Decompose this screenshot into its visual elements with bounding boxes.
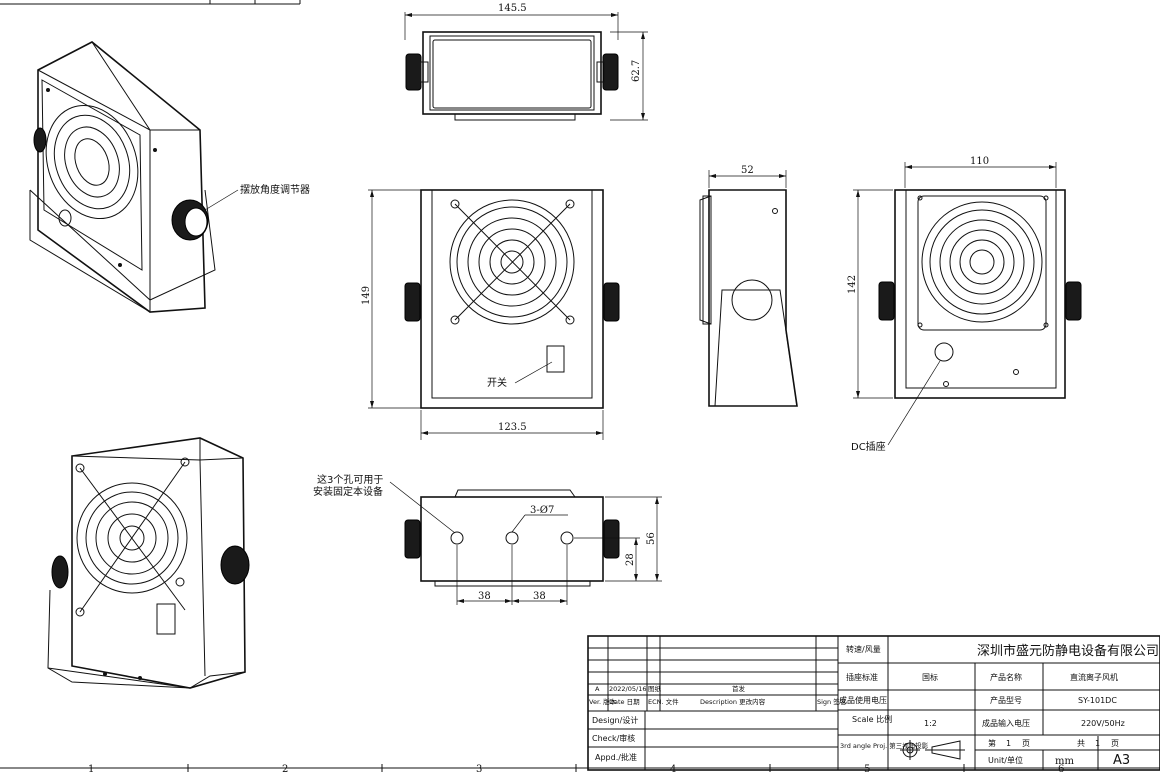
front-view — [368, 189, 620, 440]
dim-hole-spacing-2: 38 — [533, 591, 546, 602]
label-mount-holes-line2: 安装固定本设备 — [313, 485, 383, 498]
tb-design: Design/设计 — [592, 715, 638, 725]
dim-rear-height: 142 — [847, 275, 858, 294]
rev-header-sign: Sign 签名 — [817, 697, 846, 706]
rev-description: 首发 — [732, 684, 746, 693]
tb-total-no: 1 — [1095, 739, 1100, 748]
rev-ecn: 图纸 — [648, 684, 662, 693]
isometric-view-front — [29, 41, 239, 313]
side-view — [699, 170, 798, 407]
dim-bottom-height: 56 — [646, 532, 657, 545]
dim-top-width: 145.5 — [498, 3, 527, 14]
tb-appd: Appd./批准 — [595, 752, 637, 762]
tb-label-plug: 插座标准 — [846, 672, 878, 682]
tb-check: Check/审核 — [592, 733, 635, 743]
bottom-view — [389, 481, 662, 605]
label-swing-adjuster: 摆放角度调节器 — [240, 183, 310, 196]
zone-3: 3 — [476, 764, 482, 772]
dim-hole-spacing-1: 38 — [478, 591, 491, 602]
rev-header-date: Date 日期 — [609, 698, 640, 706]
dim-top-height: 62.7 — [631, 60, 642, 82]
tb-total-unit: 页 — [1111, 739, 1119, 748]
dim-front-height: 149 — [361, 286, 372, 305]
tb-label-product-name: 产品名称 — [990, 672, 1022, 682]
tb-value-model: SY-101DC — [1078, 696, 1117, 705]
zone-4: 4 — [670, 764, 676, 772]
dim-hole-spec: 3-Ø7 — [530, 505, 554, 516]
isometric-view-rear — [47, 437, 250, 689]
rear-view — [853, 162, 1082, 446]
label-mount-holes-line1: 这3个孔可用于 — [317, 473, 383, 486]
zone-1: 1 — [88, 764, 94, 772]
zone-2: 2 — [282, 764, 288, 772]
tb-label-use-voltage: 成品使用电压 — [839, 695, 887, 705]
tb-unit-label: Unit/单位 — [988, 755, 1023, 765]
border-zone-ticks — [0, 764, 1160, 772]
title-block-grid — [587, 635, 1160, 771]
rev-header-description: Description 更改内容 — [700, 697, 766, 706]
dim-side-depth: 52 — [741, 165, 754, 176]
tb-label-scale: Scale 比例 — [852, 714, 892, 724]
dim-rear-width: 110 — [970, 156, 989, 167]
tb-value-product-name: 直流离子风机 — [1070, 672, 1118, 682]
tb-label-input-voltage: 成品输入电压 — [982, 718, 1030, 728]
dim-hole-height: 28 — [625, 553, 636, 566]
zone-6: 6 — [1058, 764, 1064, 772]
tb-paper-size: A3 — [1113, 753, 1130, 768]
rev-date: 2022/05/16 — [609, 685, 646, 693]
tb-label-model: 产品型号 — [990, 695, 1022, 705]
tb-value-input-voltage: 220V/50Hz — [1081, 719, 1125, 728]
top-view — [404, 12, 648, 121]
tb-sheet-no: 1 — [1006, 739, 1011, 748]
zone-5: 5 — [864, 764, 870, 772]
rev-header-ver: Ver. 版本 — [589, 697, 617, 706]
rev-header-ecn: ECN. 文件 — [648, 697, 679, 706]
tb-label-speed: 转速/风量 — [846, 644, 881, 654]
rev-ver: A — [595, 685, 600, 693]
sheet-corner-lines — [0, 0, 301, 5]
tb-total-label: 共 — [1077, 739, 1085, 748]
tb-value-scale: 1:2 — [924, 719, 937, 728]
label-switch: 开关 — [487, 376, 507, 389]
dim-front-width: 123.5 — [498, 422, 527, 433]
tb-sheet-unit: 页 — [1022, 739, 1030, 748]
tb-value-plug: 国标 — [922, 672, 938, 682]
tb-unit-value: mm — [1055, 756, 1074, 767]
tb-sheet-label: 第 — [988, 738, 996, 748]
label-dc-socket: DC插座 — [851, 440, 886, 453]
company-name: 深圳市盛元防静电设备有限公司 — [977, 643, 1159, 659]
tb-label-projection: 3rd angle Proj. 第三视角投影 — [840, 741, 929, 750]
